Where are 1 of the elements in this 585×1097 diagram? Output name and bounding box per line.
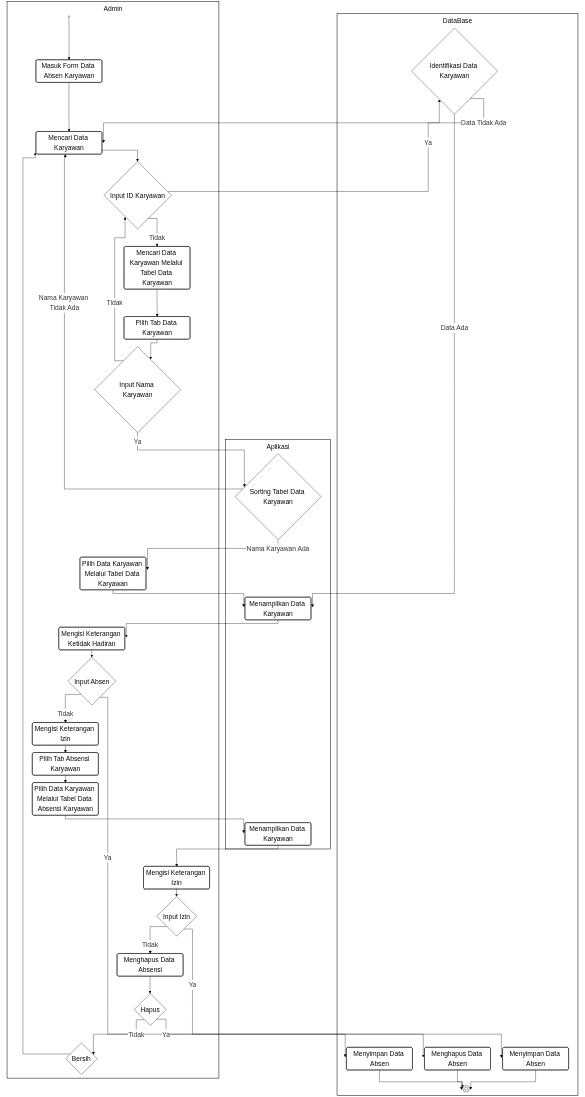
- node-circle: [68, 15, 70, 18]
